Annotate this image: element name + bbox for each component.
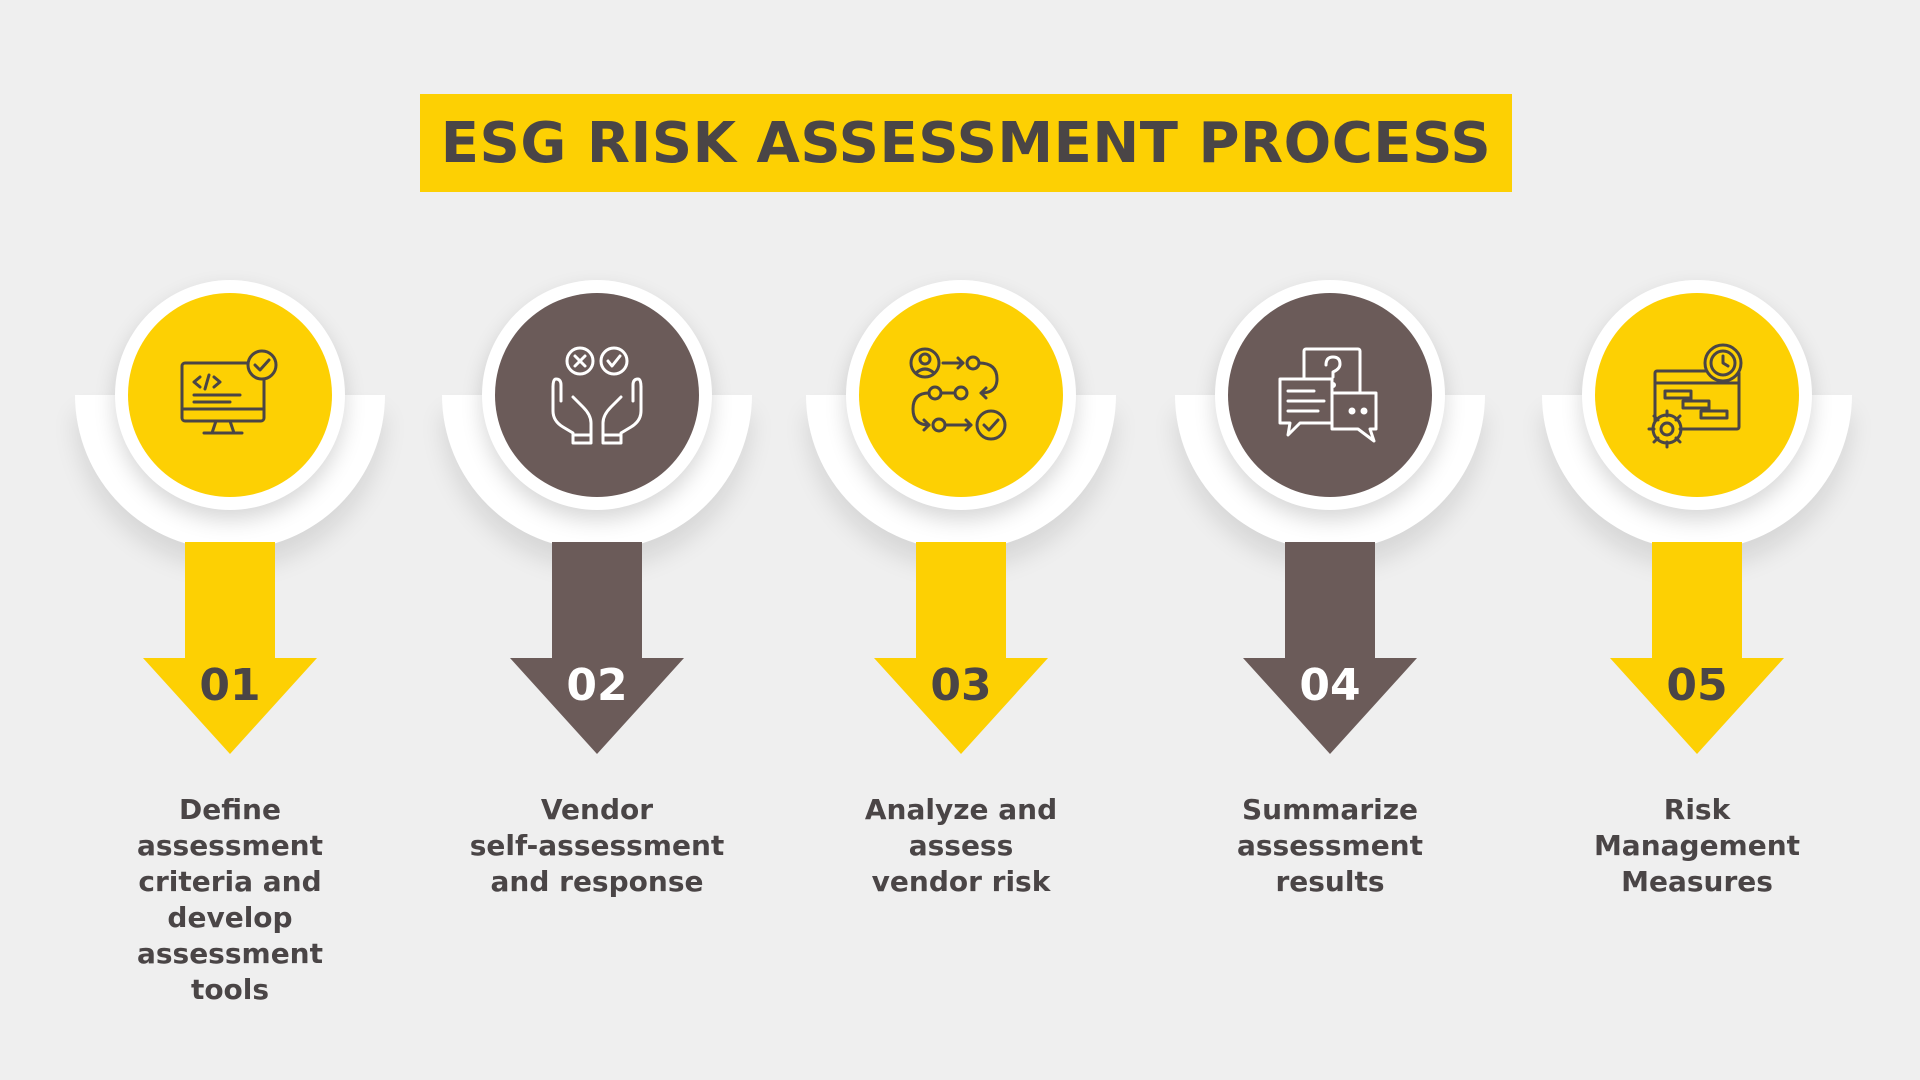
- step-label: Summarize assessment results: [1236, 793, 1424, 898]
- gantt-gear-clock-icon: [1647, 343, 1743, 449]
- step-number: 02: [566, 660, 628, 711]
- chat-question-icon: [1278, 347, 1378, 443]
- step-icon-disc: [1228, 293, 1432, 497]
- step-icon-disc: [128, 293, 332, 497]
- step-arrow: [1243, 542, 1417, 754]
- step-label: Define assessment criteria and develop a…: [136, 793, 324, 1006]
- step-3: 03 Analyze and assess vendor risk: [806, 280, 1116, 1040]
- page-title: ESG RISK ASSESSMENT PROCESS: [440, 110, 1492, 176]
- step-arrow: [874, 542, 1048, 754]
- hands-approve-reject-icon: [551, 346, 643, 445]
- step-4: 04 Summarize assessment results: [1175, 280, 1485, 1040]
- step-label: Risk Management Measures: [1593, 793, 1801, 898]
- step-icon-disc: [495, 293, 699, 497]
- step-1: 01 Define assessment criteria and develo…: [75, 280, 385, 1040]
- step-arrow: [143, 542, 317, 754]
- step-2: 02 Vendor self-assessment and response: [442, 280, 752, 1040]
- step-arrow: [510, 542, 684, 754]
- step-5: 05 Risk Management Measures: [1542, 280, 1852, 1040]
- step-number: 05: [1666, 660, 1728, 711]
- step-number: 03: [930, 660, 992, 711]
- monitor-code-check-icon: [180, 349, 278, 435]
- step-number: 04: [1299, 660, 1361, 711]
- step-icon-disc: [859, 293, 1063, 497]
- step-number: 01: [199, 660, 261, 711]
- step-label: Vendor self-assessment and response: [469, 793, 725, 898]
- step-icon-disc: [1595, 293, 1799, 497]
- step-arrow: [1610, 542, 1784, 754]
- workflow-process-icon: [909, 347, 1007, 441]
- step-label: Analyze and assess vendor risk: [864, 793, 1058, 898]
- title-banner: ESG RISK ASSESSMENT PROCESS: [420, 94, 1512, 192]
